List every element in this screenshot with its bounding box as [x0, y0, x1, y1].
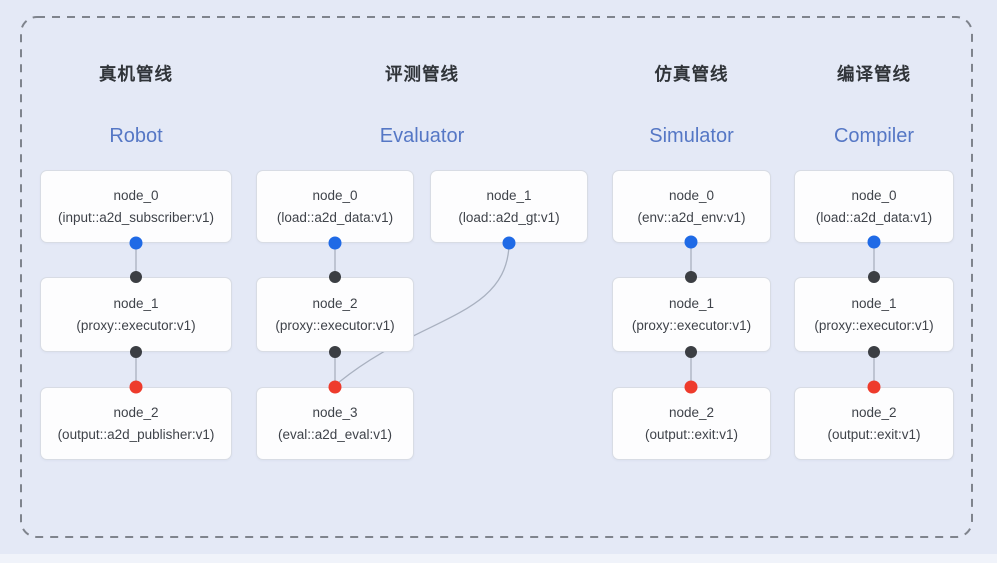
pipeline-title-zh-evaluator: 评测管线: [385, 64, 459, 84]
compiler-node-0: node_0 (load::a2d_data:v1): [794, 170, 954, 243]
node-title: node_2: [668, 405, 715, 420]
node-title: node_1: [113, 296, 159, 311]
node-title: node_0: [312, 188, 358, 203]
node-subtitle: (output::exit:v1): [827, 427, 921, 442]
compiler-node-2: node_2 (output::exit:v1): [794, 387, 954, 460]
robot-node-2: node_2 (output::a2d_publisher:v1): [40, 387, 232, 460]
node-title: node_1: [851, 296, 897, 311]
simulator-node-1: node_1 (proxy::executor:v1): [612, 277, 771, 352]
node-title: node_0: [113, 188, 159, 203]
pipeline-title-zh-robot: 真机管线: [99, 64, 173, 84]
pipeline-title-zh-compiler: 编译管线: [837, 64, 911, 84]
node-subtitle: (eval::a2d_eval:v1): [277, 427, 393, 442]
node-title: node_0: [668, 188, 715, 203]
evaluator-node-3: node_3 (eval::a2d_eval:v1): [256, 387, 414, 460]
node-title: node_2: [113, 405, 159, 420]
node-title: node_2: [851, 405, 897, 420]
simulator-node-0: node_0 (env::a2d_env:v1): [612, 170, 771, 243]
page-bottom-fade: [0, 554, 997, 563]
node-subtitle: (input::a2d_subscriber:v1): [57, 210, 215, 225]
node-subtitle: (load::a2d_gt:v1): [458, 210, 560, 225]
node-subtitle: (env::a2d_env:v1): [637, 210, 746, 225]
evaluator-node-0: node_0 (load::a2d_data:v1): [256, 170, 414, 243]
node-title: node_1: [668, 296, 715, 311]
node-title: node_1: [486, 188, 532, 203]
pipeline-title-en-evaluator: Evaluator: [379, 124, 465, 147]
node-title: node_0: [851, 188, 897, 203]
node-title: node_3: [312, 405, 358, 420]
evaluator-node-1: node_1 (load::a2d_gt:v1): [430, 170, 588, 243]
node-subtitle: (output::a2d_publisher:v1): [57, 427, 215, 442]
node-subtitle: (load::a2d_data:v1): [276, 210, 394, 225]
node-subtitle: (output::exit:v1): [644, 427, 739, 442]
pipeline-title-en-compiler: Compiler: [833, 124, 915, 147]
node-subtitle: (load::a2d_data:v1): [815, 210, 933, 225]
node-subtitle: (proxy::executor:v1): [631, 318, 752, 333]
node-subtitle: (proxy::executor:v1): [275, 318, 395, 333]
pipeline-title-en-robot: Robot: [109, 124, 163, 147]
node-title: node_2: [312, 296, 358, 311]
compiler-node-1: node_1 (proxy::executor:v1): [794, 277, 954, 352]
evaluator-node-2: node_2 (proxy::executor:v1): [256, 277, 414, 352]
pipeline-title-en-simulator: Simulator: [649, 124, 734, 147]
node-subtitle: (proxy::executor:v1): [814, 318, 934, 333]
node-subtitle: (proxy::executor:v1): [76, 318, 196, 333]
simulator-node-2: node_2 (output::exit:v1): [612, 387, 771, 460]
pipeline-title-zh-simulator: 仿真管线: [654, 64, 729, 84]
robot-node-0: node_0 (input::a2d_subscriber:v1): [40, 170, 232, 243]
robot-node-1: node_1 (proxy::executor:v1): [40, 277, 232, 352]
